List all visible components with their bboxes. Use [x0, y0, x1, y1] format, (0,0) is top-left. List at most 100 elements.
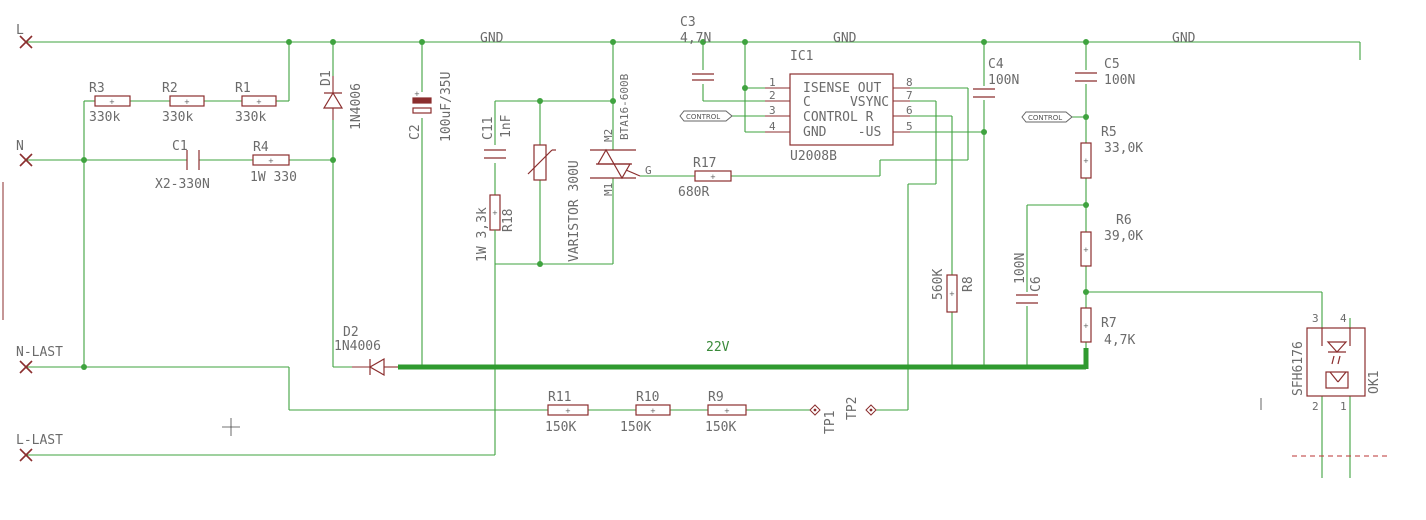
testpoint-tp2[interactable]: TP2: [820, 397, 877, 420]
resistor-r2[interactable]: + R2 330k: [162, 81, 205, 125]
terminal-n-last[interactable]: N-LAST: [16, 345, 63, 374]
ref-label: TP1: [823, 411, 838, 434]
value-label: 100N: [1104, 73, 1135, 88]
value-label: 560K: [931, 269, 946, 300]
terminal-l[interactable]: L: [16, 23, 33, 49]
ref-label: R7: [1101, 316, 1117, 331]
resistor-r9[interactable]: + R9 150K: [705, 390, 747, 435]
capacitor-c1[interactable]: C1 X2-330N: [155, 139, 210, 192]
ref-label: OK1: [1367, 371, 1382, 394]
terminal-x-icon: [19, 35, 33, 49]
svg-text:+: +: [1083, 322, 1089, 330]
resistor-r11[interactable]: + R11 150K: [545, 390, 589, 435]
ref-label: VARISTOR 300U: [567, 160, 582, 262]
ic-pin-text: ISENSE OUT: [803, 81, 881, 96]
part-label: SFH6176: [1291, 341, 1306, 396]
ref-label: C3: [680, 15, 696, 30]
value-label: 1N4006: [334, 339, 381, 354]
terminal-l-last[interactable]: L-LAST: [16, 433, 63, 462]
value-label: 39,0K: [1104, 229, 1143, 244]
svg-text:+: +: [184, 98, 190, 106]
ref-label: R6: [1116, 213, 1132, 228]
ic-pin-text: GND -US: [803, 125, 881, 140]
net-flag-control[interactable]: CONTROL: [679, 110, 733, 122]
ic-u2008b[interactable]: 1 2 3 4 8 7 6 5 ISENSE OUT C VSYNC CONTR…: [765, 49, 913, 164]
resistor-r17[interactable]: + R17 680R: [678, 156, 732, 200]
resistor-r8[interactable]: + R8 560K: [931, 269, 976, 313]
resistor-r18[interactable]: + R18 1W 3,3k: [475, 194, 516, 264]
ref-label: R18: [501, 209, 516, 232]
resistor-r5[interactable]: + R5 33,0K: [1080, 125, 1143, 179]
ref-label: R11: [548, 390, 571, 405]
resistor-r4[interactable]: + R4 1W 330: [250, 140, 297, 185]
capacitor-c2[interactable]: + C2 100uF/35U: [408, 72, 454, 142]
value-label: 330k: [162, 110, 193, 125]
capacitor-c11[interactable]: C11 1nF: [481, 114, 514, 159]
net-flag-control[interactable]: CONTROL: [1021, 111, 1073, 123]
pin-number: 3: [1312, 312, 1319, 325]
optocoupler-ok1[interactable]: 3 4 2 1 SFH6176 OK1: [1291, 312, 1382, 413]
net-label-gnd: GND: [833, 31, 857, 46]
ref-label: R1: [235, 81, 251, 96]
capacitor-c4[interactable]: C4 100N: [973, 57, 1019, 98]
ref-label: C4: [988, 57, 1004, 72]
diode-d1[interactable]: D1 1N4006: [319, 70, 364, 130]
ref-label: R3: [89, 81, 105, 96]
wires: [26, 41, 1361, 478]
ref-label: R17: [693, 156, 716, 171]
svg-text:+: +: [650, 407, 656, 415]
terminal-n[interactable]: N: [16, 139, 33, 167]
varistor[interactable]: VARISTOR 300U: [527, 144, 582, 262]
diode-d2[interactable]: D2 1N4006: [334, 325, 398, 377]
terminal-label: L: [16, 23, 24, 38]
terminal-label: N-LAST: [16, 345, 63, 360]
ref-label: C2: [408, 124, 423, 140]
pin-number: 7: [906, 89, 913, 102]
ref-label: C6: [1029, 276, 1044, 292]
capacitor-c6[interactable]: C6 100N: [1013, 253, 1044, 304]
pin-number: 2: [769, 89, 776, 102]
value-label: 100N: [1013, 253, 1028, 284]
svg-text:+: +: [1083, 157, 1089, 165]
triac-bta16[interactable]: BTA16-600B M2 M1 G: [590, 73, 652, 196]
net-flag-label: CONTROL: [686, 113, 720, 121]
part-label: U2008B: [790, 149, 837, 164]
testpoint-tp1[interactable]: TP1: [809, 404, 838, 434]
net-flag-label: CONTROL: [1028, 114, 1062, 122]
value-label: 100uF/35U: [439, 72, 454, 142]
junctions: [81, 39, 1089, 370]
terminal-x-icon: [19, 360, 33, 374]
svg-text:+: +: [109, 98, 115, 106]
ic-pin-text: C VSYNC: [803, 95, 889, 110]
crosshair-icon: [222, 418, 240, 436]
ref-label: R9: [708, 390, 724, 405]
svg-text:+: +: [565, 407, 571, 415]
value-label: 1W 3,3k: [475, 207, 490, 262]
pin-number: 6: [906, 104, 913, 117]
capacitor-c5[interactable]: C5 100N: [1075, 57, 1135, 88]
net-label-gnd: GND: [1172, 31, 1196, 46]
capacitor-c3[interactable]: C3 4,7N: [680, 15, 714, 81]
resistor-r10[interactable]: + R10 150K: [620, 390, 671, 435]
resistor-r1[interactable]: + R1 330k: [235, 81, 277, 125]
value-label: 150K: [620, 420, 651, 435]
ref-label: IC1: [790, 49, 813, 64]
resistor-r3[interactable]: + R3 330k: [89, 81, 131, 125]
value-label: 330k: [89, 110, 120, 125]
value-label: X2-330N: [155, 177, 210, 192]
resistor-r7[interactable]: + R7 4,7K: [1080, 307, 1135, 348]
ref-label: C5: [1104, 57, 1120, 72]
terminal-x-icon: [19, 153, 33, 167]
value-label: 680R: [678, 185, 709, 200]
resistor-r6[interactable]: + R6 39,0K: [1080, 213, 1143, 267]
svg-text:+: +: [268, 157, 274, 165]
pin-label-m2: M2: [602, 129, 615, 142]
pin-number: 1: [1340, 400, 1347, 413]
svg-text:+: +: [949, 290, 955, 298]
terminal-label: L-LAST: [16, 433, 63, 448]
ref-label: C11: [481, 117, 496, 140]
value-label: 1nF: [499, 114, 514, 138]
bus-22v: [398, 348, 1089, 370]
value-label: 1N4006: [349, 83, 364, 130]
